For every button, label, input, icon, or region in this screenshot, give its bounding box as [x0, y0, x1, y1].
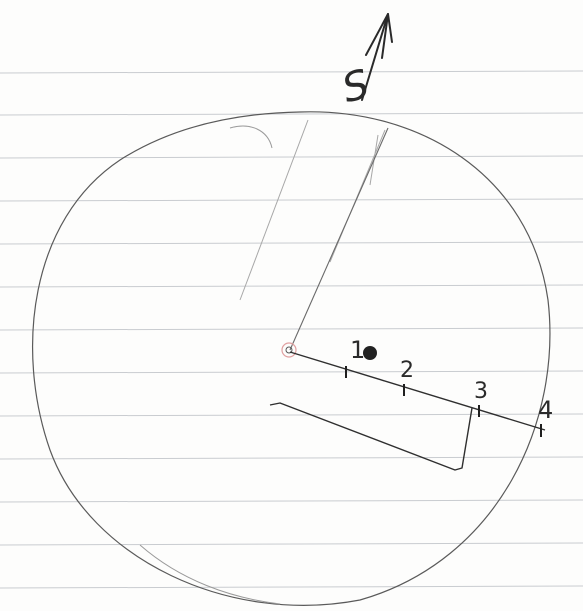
rule-line	[0, 543, 583, 545]
scale-ticks	[346, 366, 541, 437]
tick-label-3: 3	[474, 379, 488, 404]
rule-line	[0, 242, 583, 244]
bracket-line	[270, 403, 472, 470]
tick-label-1: 1	[350, 336, 365, 364]
circle-overstroke	[140, 545, 280, 604]
outer-circle	[33, 112, 550, 606]
radius-line	[290, 128, 388, 350]
tick-label-4: 4	[538, 396, 553, 424]
north-arrow-head	[366, 14, 392, 58]
rule-line	[0, 457, 583, 459]
rule-line	[0, 586, 583, 588]
rule-line	[0, 500, 583, 502]
rule-line	[0, 371, 583, 373]
rule-line	[0, 113, 583, 115]
guide-lines	[240, 120, 385, 300]
circle-overstroke	[230, 126, 272, 148]
ruled-lines	[0, 71, 583, 588]
rule-line	[0, 285, 583, 287]
scale-line	[290, 352, 545, 430]
tick-label-2: 2	[400, 358, 414, 383]
rule-line	[0, 71, 583, 73]
rule-line	[0, 328, 583, 330]
guide-line	[240, 120, 308, 300]
rule-line	[0, 199, 583, 201]
centre-point	[282, 343, 296, 357]
north-label: S	[338, 61, 374, 112]
rule-line	[0, 156, 583, 158]
